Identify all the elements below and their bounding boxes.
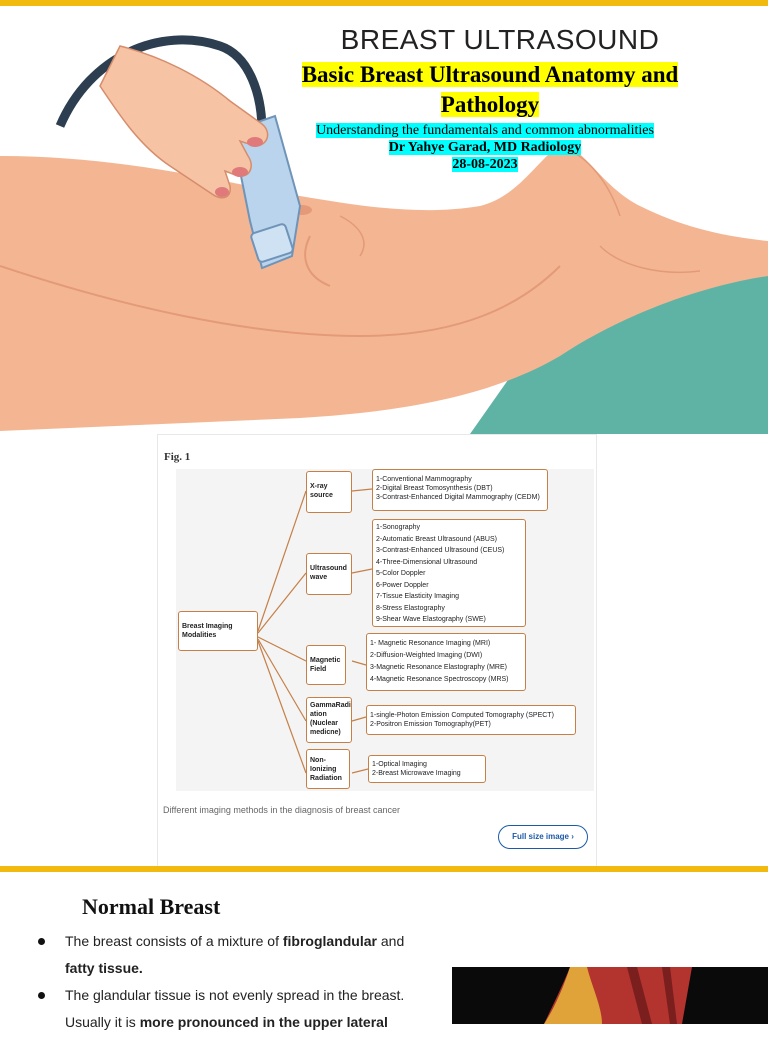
- bullet-text: The glandular tissue is not evenly sprea…: [65, 987, 405, 1030]
- list-item: The breast consists of a mixture of fibr…: [38, 928, 438, 984]
- items-node-gamma: 1-single-Photon Emission Computed Tomogr…: [366, 705, 576, 735]
- bullet-icon: [38, 938, 45, 945]
- author-text: Dr Yahye Garad, MD Radiology: [388, 140, 582, 155]
- document-title: BREAST ULTRASOUND: [340, 24, 660, 55]
- date-text: 28-08-2023: [452, 157, 518, 172]
- title-details: Understanding the fundamentals and commo…: [300, 122, 670, 173]
- description-text: Understanding the fundamentals and commo…: [316, 123, 654, 138]
- ultrasound-illustration: [0, 35, 768, 434]
- bullet-icon: [38, 992, 45, 999]
- list-item: The glandular tissue is not evenly sprea…: [38, 982, 438, 1038]
- hero-illustration: BREAST ULTRASOUND Basic Breast Ultrasoun…: [0, 6, 768, 434]
- bullet-text: The breast consists of a mixture of fibr…: [65, 933, 405, 976]
- section-title: Normal Breast: [82, 894, 221, 919]
- top-accent-bar: [0, 0, 768, 6]
- figure-label: Fig. 1: [164, 451, 191, 463]
- figure-caption: Different imaging methods in the diagnos…: [163, 805, 400, 815]
- items-node-magnetic: 1- Magnetic Resonance Imaging (MRI)2-Dif…: [366, 633, 526, 691]
- document-subtitle: Basic Breast Ultrasound Anatomy and Path…: [301, 62, 679, 117]
- tissue-image-thumbnail: [452, 967, 768, 1024]
- diagram-connectors: [257, 488, 373, 774]
- full-size-image-button[interactable]: Full size image ›: [498, 825, 588, 849]
- section-divider-bar: [0, 866, 768, 872]
- tissue-image: [452, 967, 768, 1024]
